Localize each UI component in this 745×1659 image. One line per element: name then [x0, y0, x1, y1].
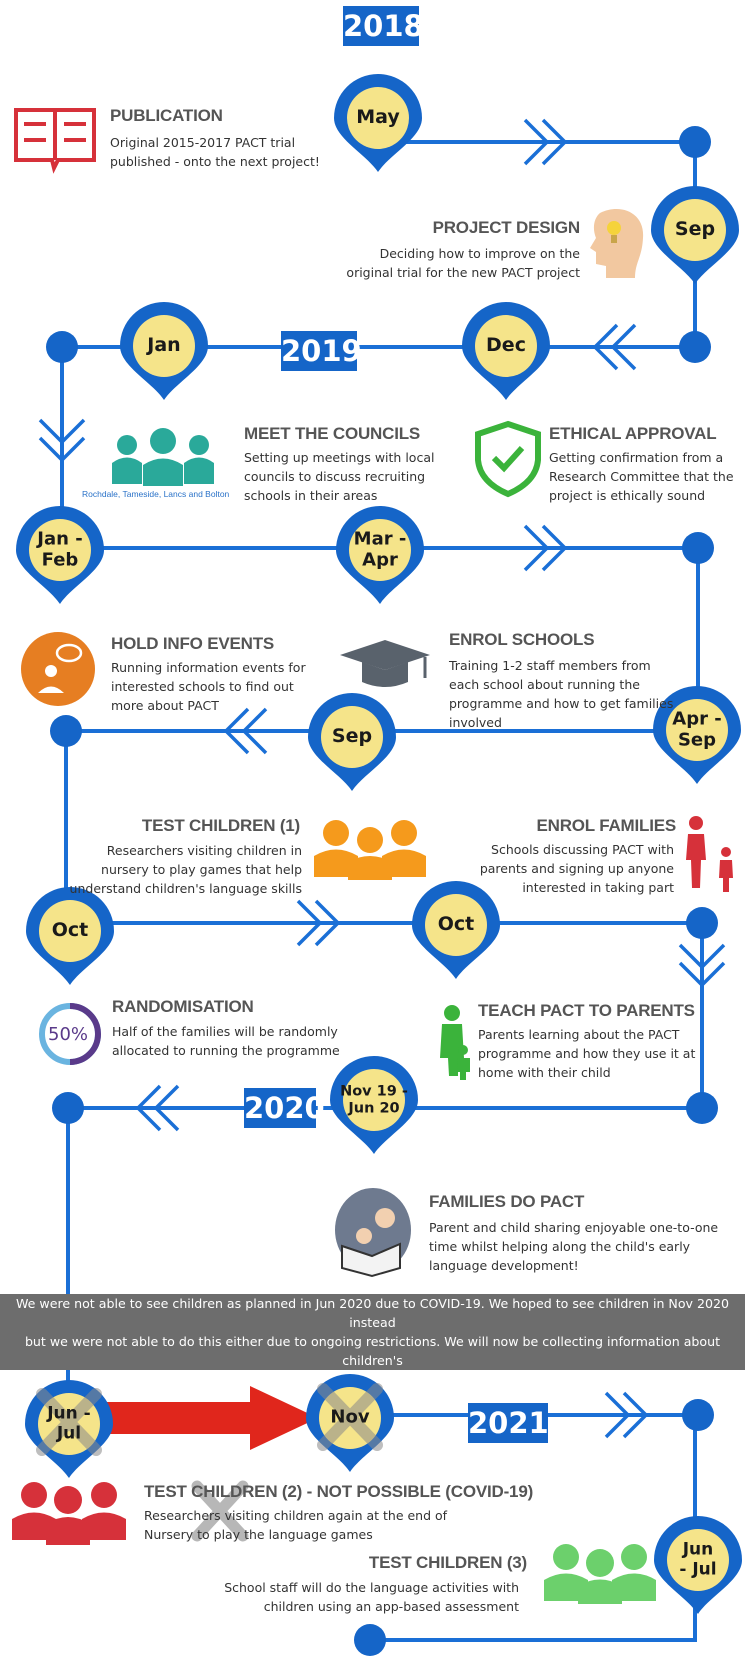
children-group-green-icon [544, 1544, 656, 1604]
councils-note: Rochdale, Tameside, Lancs and Bolton [82, 489, 230, 499]
year-2018: 2018 [343, 6, 424, 46]
publication-desc: Original 2015-2017 PACT trial published … [110, 135, 320, 169]
project-design-desc: Deciding how to improve on the original … [346, 246, 580, 280]
pin-jan-feb: Jan - Feb [37, 528, 83, 570]
reading-together-icon [335, 1188, 411, 1278]
enrol-schools-desc: Training 1-2 staff members from each sch… [449, 658, 674, 730]
test-children-1-desc: Researchers visiting children in nursery… [69, 843, 302, 896]
percent-ring-icon [39, 1003, 101, 1065]
cross-icon [191, 1480, 249, 1542]
timeline-dots [46, 126, 718, 1656]
pin-jun-jul-2020: Jun - Jul [47, 1403, 91, 1443]
shield-check-icon [475, 420, 541, 498]
cancel-cross-icon [36, 1383, 383, 1456]
meet-councils-desc: Setting up meetings with local councils … [244, 450, 435, 503]
randomisation-title: RANDOMISATION [112, 997, 254, 1016]
pin-nov-2020: Nov [330, 1406, 370, 1428]
pin-mar-apr: Mar - Apr [353, 528, 407, 570]
teach-pact-title: TEACH PACT TO PARENTS [478, 1001, 695, 1020]
test-children-3-title: TEST CHILDREN (3) [368, 1553, 527, 1572]
covid-notice: We were not able to see children as plan… [0, 1294, 745, 1370]
graduation-cap-icon [340, 640, 430, 687]
year-2020: 2020 [244, 1088, 325, 1128]
test-children-2-title: TEST CHILDREN (2) - NOT POSSIBLE (COVID-… [144, 1482, 534, 1501]
enrol-families-desc: Schools discussing PACT with parents and… [479, 842, 674, 895]
parent-child-walk-icon [440, 1005, 470, 1080]
people-group-icon [112, 428, 214, 486]
pin-apr-sep: Apr - Sep [672, 708, 722, 750]
randomisation-desc: Half of the families will be randomly al… [112, 1024, 340, 1058]
hold-info-desc: Running information events for intereste… [111, 660, 306, 713]
pin-jan: Jan [147, 334, 181, 357]
enrol-families-title: ENROL FAMILIES [536, 816, 676, 835]
project-design-title: PROJECT DESIGN [432, 218, 581, 237]
hold-info-title: HOLD INFO EVENTS [111, 634, 275, 653]
pin-oct-right: Oct [437, 913, 475, 936]
parent-child-icon [686, 816, 733, 892]
meet-councils-title: MEET THE COUNCILS [244, 424, 421, 443]
pin-nov19-jun20: Nov 19 - Jun 20 [340, 1083, 408, 1116]
fifty-percent-label: 50% [48, 1024, 89, 1045]
teach-pact-desc: Parents learning about the PACT programm… [478, 1027, 696, 1080]
children-group-icon [314, 820, 426, 880]
book-icon [14, 108, 96, 174]
children-group-red-icon [12, 1482, 126, 1545]
pin-sep: Sep [674, 218, 716, 241]
ethical-approval-desc: Getting confirmation from a Research Com… [549, 450, 734, 503]
year-2021: 2021 [468, 1403, 549, 1443]
test-children-3-desc: School staff will do the language activi… [224, 1580, 519, 1614]
pin-oct-left: Oct [51, 919, 89, 942]
red-arrow [105, 1386, 318, 1450]
pin-sep-2019: Sep [331, 725, 373, 748]
test-children-2-desc: Researchers visiting children again at t… [144, 1508, 448, 1542]
pin-may: May [356, 106, 400, 129]
pin-dec: Dec [486, 334, 526, 357]
year-2019: 2019 [281, 331, 362, 371]
ethical-approval-title: ETHICAL APPROVAL [549, 424, 717, 443]
brain-lightbulb-icon [590, 209, 644, 278]
info-chat-icon [21, 632, 95, 706]
publication-title: PUBLICATION [110, 106, 223, 125]
enrol-schools-title: ENROL SCHOOLS [449, 630, 595, 649]
test-children-1-title: TEST CHILDREN (1) [141, 816, 300, 835]
families-do-pact-title: FAMILIES DO PACT [429, 1192, 585, 1211]
families-do-pact-desc: Parent and child sharing enjoyable one-t… [429, 1220, 719, 1273]
pin-jun-jul-2021: Jun - Jul [679, 1539, 717, 1579]
